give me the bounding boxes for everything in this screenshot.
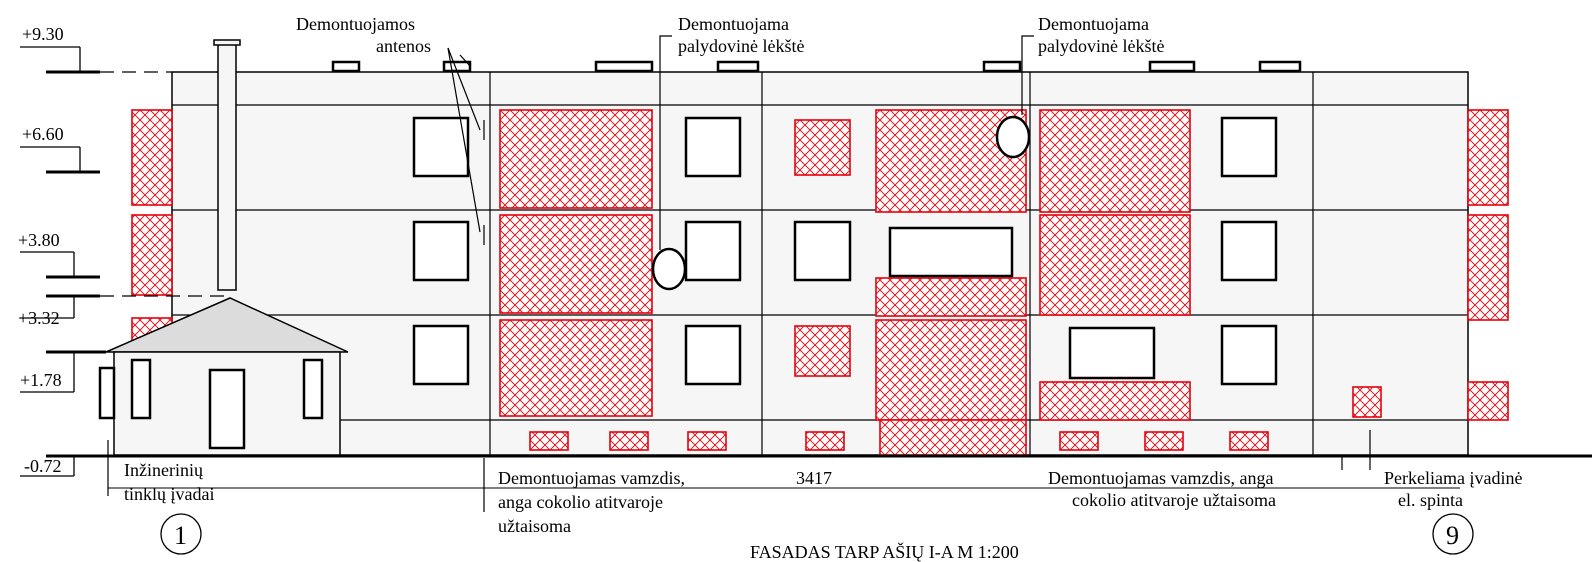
level-label: +3.32 xyxy=(18,308,60,328)
note-cabinet-line2: el. spinta xyxy=(1398,490,1463,510)
balcony-demolition xyxy=(875,319,1027,421)
window xyxy=(1220,324,1278,386)
demolition-panel xyxy=(1467,214,1509,321)
note-pipe-left-line3: užtaisoma xyxy=(498,516,571,536)
balcony-demolition xyxy=(499,319,653,417)
drawing-title: FASADAS TARP AŠIŲ I-A M 1:200 xyxy=(750,541,1019,562)
level-label: +1.78 xyxy=(20,370,62,390)
basement-window-demolition xyxy=(687,431,727,451)
window xyxy=(1220,116,1278,178)
note-utilities-line2: tinklų įvadai xyxy=(124,484,214,504)
note-utilities-line1: Inžinerinių xyxy=(124,460,204,480)
axis-label-1: 1 xyxy=(174,521,187,550)
axis-marker-9 xyxy=(1432,513,1474,555)
window xyxy=(888,226,1014,278)
roof-vent xyxy=(1258,60,1302,73)
utility-box xyxy=(98,366,116,420)
basement-window-demolition xyxy=(805,431,845,451)
demolition-panel xyxy=(131,214,173,296)
window xyxy=(1220,220,1278,282)
annex-door xyxy=(208,368,246,450)
balcony-demolition xyxy=(499,109,653,209)
balcony-demolition xyxy=(1039,214,1191,316)
satellite-dish xyxy=(651,247,687,291)
level-label: +9.30 xyxy=(22,24,64,44)
basement-window-demolition xyxy=(879,419,1027,456)
demolition-panel xyxy=(1467,109,1509,206)
roof-vent xyxy=(1148,60,1196,73)
note-dish-right-line1: Demontuojama xyxy=(1038,14,1149,34)
window xyxy=(793,220,852,282)
balcony-demolition xyxy=(499,214,653,314)
level-label: +6.60 xyxy=(22,124,64,144)
balcony-demolition xyxy=(1039,109,1191,213)
note-pipe-right-line2: cokolio atitvaroje užtaisoma xyxy=(1072,490,1276,510)
note-dish-left-line1: Demontuojama xyxy=(678,14,789,34)
window xyxy=(684,220,742,282)
roof-vent xyxy=(331,60,361,73)
basement-window-demolition xyxy=(1059,431,1099,451)
note-antennas-line1: Demontuojamos xyxy=(296,14,415,34)
note-pipe-left-line1: Demontuojamas vamzdis, xyxy=(498,468,685,488)
annex-window xyxy=(130,358,152,420)
cabinet-demolition xyxy=(1352,386,1382,418)
demolition-panel xyxy=(131,109,173,206)
basement-window-demolition xyxy=(529,431,569,451)
chimney-cap xyxy=(213,39,241,46)
window xyxy=(1068,326,1156,380)
level-label: +3.80 xyxy=(18,230,60,250)
chimney xyxy=(217,41,237,291)
note-pipe-right-line1: Demontuojamas vamzdis, anga xyxy=(1048,468,1273,488)
note-dish-right-line2: palydovinė lėkštė xyxy=(1038,36,1164,56)
annex-window xyxy=(302,358,324,420)
axis-marker-1 xyxy=(160,513,202,555)
dimension-value: 3417 xyxy=(796,468,832,488)
note-pipe-left-line2: anga cokolio atitvaroje xyxy=(498,492,663,512)
window xyxy=(684,116,742,178)
note-cabinet-line1: Perkeliama įvadinė xyxy=(1384,468,1522,488)
note-antennas-line2: antenos xyxy=(376,36,431,56)
balcony-demolition xyxy=(1039,381,1191,421)
roof-vent xyxy=(716,60,760,73)
window xyxy=(684,324,742,386)
note-dish-left-line2: palydovinė lėkštė xyxy=(678,36,804,56)
leader-lines xyxy=(107,35,1371,512)
balcony-demolition xyxy=(875,277,1027,317)
window xyxy=(412,116,470,178)
level-label: -0.72 xyxy=(24,456,62,476)
basement-window-demolition xyxy=(1229,431,1269,451)
basement-window-demolition xyxy=(1144,431,1184,451)
window-demolition xyxy=(794,325,851,377)
window xyxy=(412,220,470,282)
window xyxy=(412,324,470,386)
basement-window-demolition xyxy=(609,431,649,451)
satellite-dish xyxy=(995,115,1031,159)
axis-label-9: 9 xyxy=(1446,521,1459,550)
demolition-panel xyxy=(1467,381,1509,421)
window-demolition xyxy=(794,119,851,176)
level-markers xyxy=(20,46,230,477)
roof-vent xyxy=(594,60,654,73)
roof-vent xyxy=(982,60,1022,73)
